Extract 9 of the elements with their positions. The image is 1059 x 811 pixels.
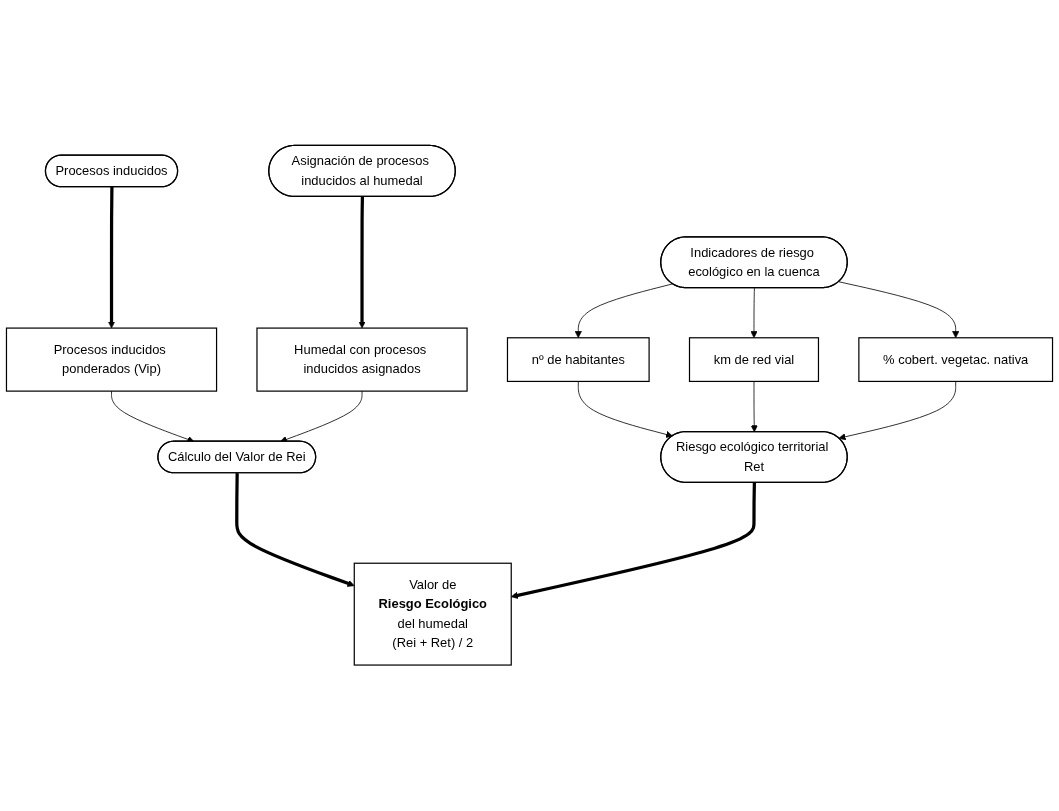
node-box: nº de habitantes xyxy=(506,337,650,383)
arrow xyxy=(358,196,366,329)
node-box: % cobert. vegetac. nativa xyxy=(858,337,1054,383)
arrow xyxy=(107,187,116,329)
node-box: Valor de Riesgo Ecológico del humedal (Rei + Ret) / 2 xyxy=(353,562,512,666)
node-box: Humedal con procesos inducidos asignados xyxy=(256,327,468,392)
node-box: Procesos inducidos ponderados (Vip) xyxy=(5,327,218,392)
arrow xyxy=(235,473,355,588)
node-box: km de red vial xyxy=(688,337,820,383)
